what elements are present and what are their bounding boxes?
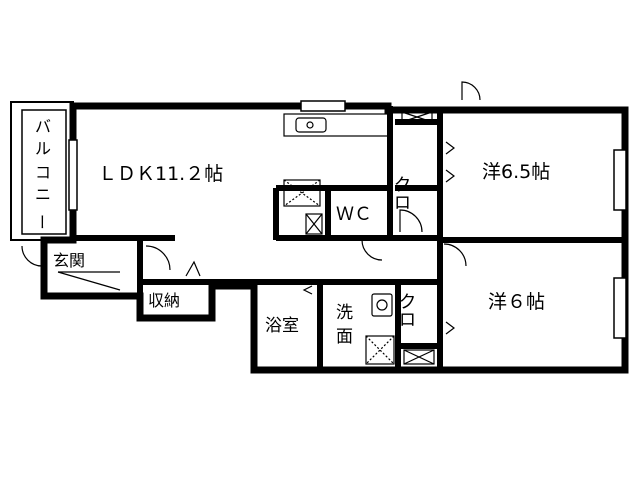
balcony-char: ル (35, 139, 51, 158)
bath-label: 浴室 (265, 316, 299, 336)
windows (68, 100, 627, 339)
western-room-2-label: 洋６帖 (488, 291, 545, 313)
western-room-1-label: 洋6.5帖 (482, 161, 550, 183)
storage-label: 収納 (148, 291, 180, 310)
washroom-label-top: 洗 (336, 303, 353, 323)
kitchen-counter (283, 113, 389, 207)
closet-1-label: クロ (391, 175, 412, 211)
balcony-char: ニ (35, 185, 51, 204)
utility-boxes (57, 111, 435, 365)
balcony-label: バ ル コ ニ ー (32, 117, 52, 230)
ldk-label: ＬＤＫ11.２帖 (98, 163, 223, 185)
closet-2-label: クロ (396, 292, 417, 328)
balcony-char: ー (32, 214, 51, 230)
wc-label: ＷＣ (336, 204, 372, 225)
balcony-char: コ (35, 163, 51, 182)
doors (21, 81, 481, 335)
washroom-label-bottom: 面 (336, 327, 353, 347)
balcony-char: バ (35, 117, 51, 136)
entrance-label: 玄関 (53, 251, 85, 270)
